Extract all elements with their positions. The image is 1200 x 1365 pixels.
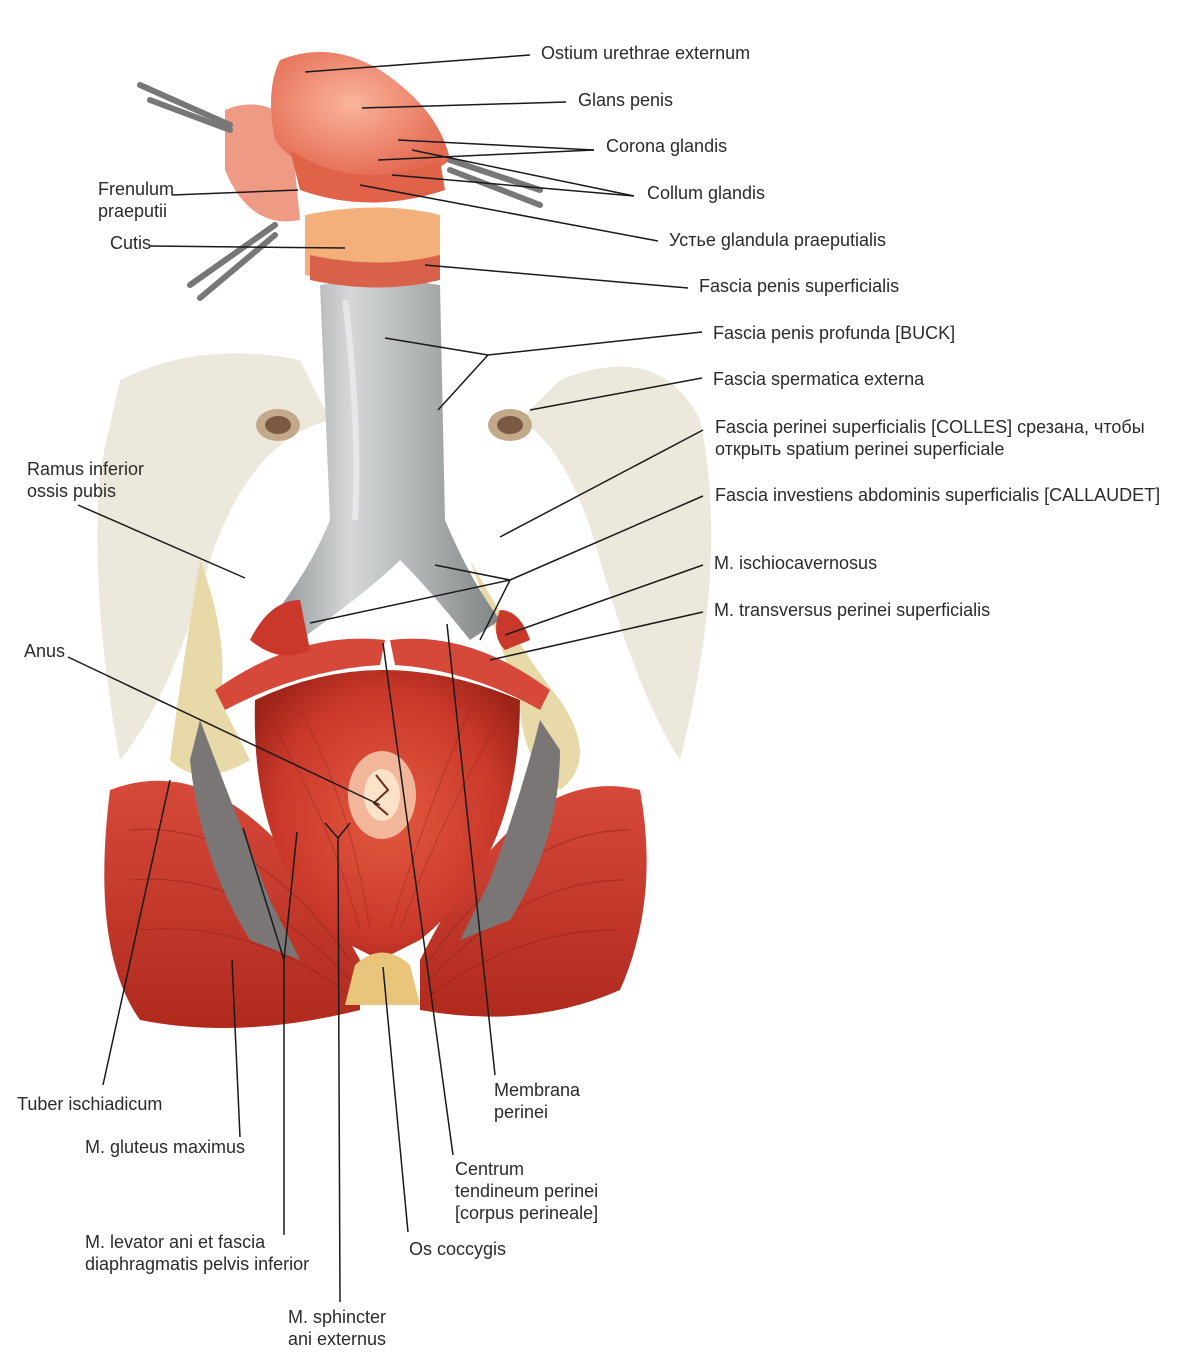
label-ramus-inferior: Ramus inferior ossis pubis bbox=[27, 458, 144, 502]
label-frenulum-line2: praeputii bbox=[98, 201, 168, 221]
label-glans-penis: Glans penis bbox=[578, 90, 674, 110]
label-ustye-glandula: Устье glandula praeputialis bbox=[669, 230, 886, 250]
label-fascia-penis-profunda: Fascia penis profunda [BUCK] bbox=[713, 323, 956, 343]
label-sphincter-line1: M. sphincter bbox=[288, 1307, 387, 1327]
label-centrum-line2: tendineum perinei bbox=[455, 1181, 599, 1201]
label-colles-line2: открыть spatium perinei superficiale bbox=[715, 439, 1005, 459]
label-frenulum-line1: Frenulum bbox=[98, 179, 175, 199]
label-corona-glandis: Corona glandis bbox=[606, 136, 728, 156]
label-callaudet: Fascia investiens abdominis superficiali… bbox=[715, 485, 1161, 505]
label-frenulum: Frenulum praeputii bbox=[98, 178, 174, 222]
label-os-coccygis: Os coccygis bbox=[409, 1239, 507, 1259]
label-sphincter-line2: ani externus bbox=[288, 1329, 387, 1349]
label-ischiocavernosus: M. ischiocavernosus bbox=[714, 553, 878, 573]
spermatic-cord bbox=[256, 409, 532, 441]
label-colles-line1: Fascia perinei superficialis [COLLES] ср… bbox=[715, 417, 1145, 437]
label-tuber-ischiadicum: Tuber ischiadicum bbox=[17, 1094, 163, 1114]
os-coccygis bbox=[345, 952, 420, 1005]
label-ostium-urethrae: Ostium urethrae externum bbox=[541, 43, 751, 63]
label-levator-line2: diaphragmatis pelvis inferior bbox=[85, 1254, 310, 1274]
label-centrum-tendineum: Centrum tendineum perinei [corpus perine… bbox=[455, 1158, 598, 1224]
glans-penis bbox=[225, 52, 450, 222]
label-levator-ani: M. levator ani et fascia diaphragmatis p… bbox=[85, 1231, 309, 1275]
label-membrana-line2: perinei bbox=[494, 1102, 549, 1122]
label-colles: Fascia perinei superficialis [COLLES] ср… bbox=[715, 416, 1145, 460]
ischioanal-fossa bbox=[190, 720, 560, 960]
label-centrum-line3: [corpus perineale] bbox=[455, 1203, 599, 1223]
label-collum-glandis: Collum glandis bbox=[647, 183, 766, 203]
label-sphincter-ani: M. sphincter ani externus bbox=[288, 1306, 386, 1350]
label-membrana-perinei: Membrana perinei bbox=[494, 1079, 580, 1123]
label-fascia-penis-superficialis: Fascia penis superficialis bbox=[699, 276, 900, 296]
label-anus: Anus bbox=[24, 641, 66, 661]
m-transversus-perinei bbox=[215, 638, 550, 710]
label-ramus-line2: ossis pubis bbox=[27, 481, 117, 501]
penis-shaft bbox=[250, 280, 530, 656]
label-transversus-perinei: M. transversus perinei superficialis bbox=[714, 600, 991, 620]
cutis-ring bbox=[305, 207, 440, 288]
label-gluteus-maximus: M. gluteus maximus bbox=[85, 1137, 246, 1157]
label-levator-line1: M. levator ani et fascia bbox=[85, 1232, 266, 1252]
label-centrum-line1: Centrum bbox=[455, 1159, 525, 1179]
label-fascia-spermatica: Fascia spermatica externa bbox=[713, 369, 925, 389]
leader-lines bbox=[67, 54, 704, 1303]
label-ramus-line1: Ramus inferior bbox=[27, 459, 145, 479]
label-membrana-line1: Membrana bbox=[494, 1080, 581, 1100]
label-cutis: Cutis bbox=[110, 233, 152, 253]
forceps-tools bbox=[137, 82, 543, 301]
anus bbox=[348, 751, 416, 839]
